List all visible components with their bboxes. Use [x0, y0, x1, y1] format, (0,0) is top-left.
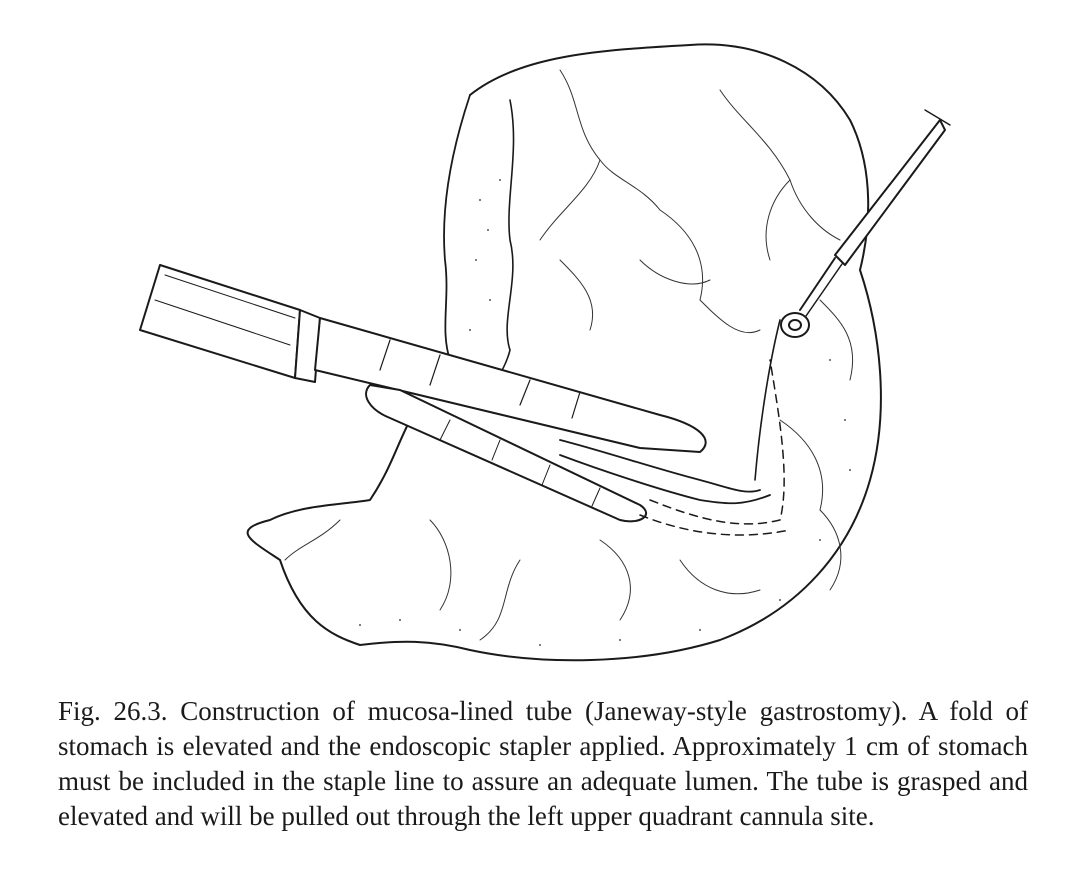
figure-label: Fig. 26.3.: [58, 696, 168, 726]
grasper-instrument: [754, 109, 951, 481]
figure-caption: Fig. 26.3. Construction of mucosa-lined …: [58, 694, 1028, 834]
grasper-shaft: [834, 119, 946, 266]
stapler-upper-jaw: [314, 317, 707, 453]
figure-illustration: [139, 43, 951, 662]
stomach-fold-tube: [559, 439, 761, 493]
stomach-fold-edge: [443, 94, 471, 361]
grasper-rod: [799, 257, 836, 311]
stomach-stapler-drawing: [139, 43, 951, 662]
stapler-lower-jaw: [365, 384, 648, 523]
stomach-fold-edge-2: [489, 99, 515, 391]
stomach-stipple: [359, 179, 851, 646]
stapler-instrument: [139, 264, 791, 536]
stomach-outline: [246, 43, 882, 662]
grasper-tip: [780, 312, 810, 338]
stapler-collar: [294, 309, 321, 383]
caption-text: Construction of mucosa-lined tube (Janew…: [58, 696, 1028, 831]
staple-line: [649, 359, 785, 525]
